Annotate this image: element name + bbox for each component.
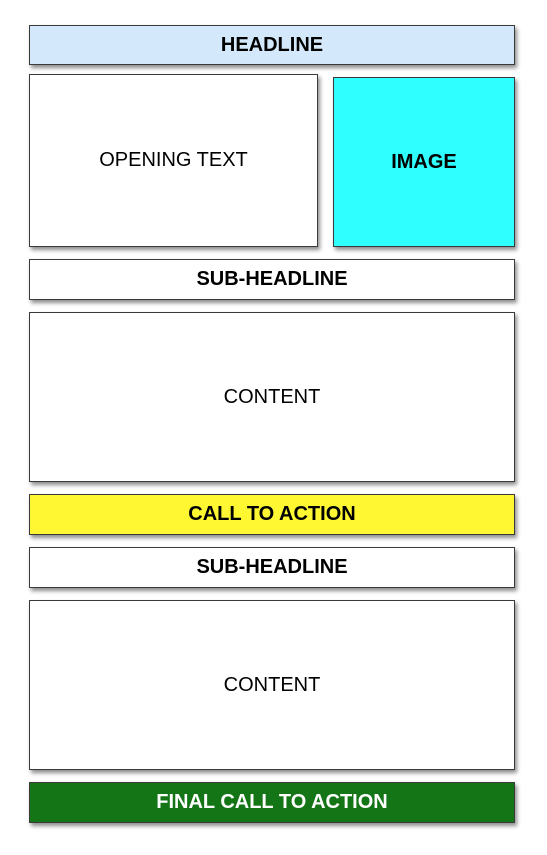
sub-headline-label-2: SUB-HEADLINE <box>196 556 348 578</box>
opening-text-label: OPENING TEXT <box>99 149 248 171</box>
content-label-2: CONTENT <box>223 673 321 696</box>
headline-block: HEADLINE <box>29 25 515 65</box>
content-label-1: CONTENT <box>223 385 321 408</box>
sub-headline-label-1: SUB-HEADLINE <box>196 268 348 290</box>
call-to-action-label: CALL TO ACTION <box>188 503 356 525</box>
content-block-1: CONTENT <box>29 312 515 482</box>
opening-text-block: OPENING TEXT <box>29 74 318 247</box>
call-to-action-block: CALL TO ACTION <box>29 494 515 535</box>
headline-label: HEADLINE <box>220 33 324 56</box>
content-block-2: CONTENT <box>29 600 515 770</box>
image-placeholder-block: IMAGE <box>333 77 515 247</box>
final-call-to-action-block: FINAL CALL TO ACTION <box>29 782 515 823</box>
image-label: IMAGE <box>391 150 457 173</box>
sub-headline-block-1: SUB-HEADLINE <box>29 259 515 300</box>
sub-headline-block-2: SUB-HEADLINE <box>29 547 515 588</box>
final-call-to-action-label: FINAL CALL TO ACTION <box>156 791 388 813</box>
